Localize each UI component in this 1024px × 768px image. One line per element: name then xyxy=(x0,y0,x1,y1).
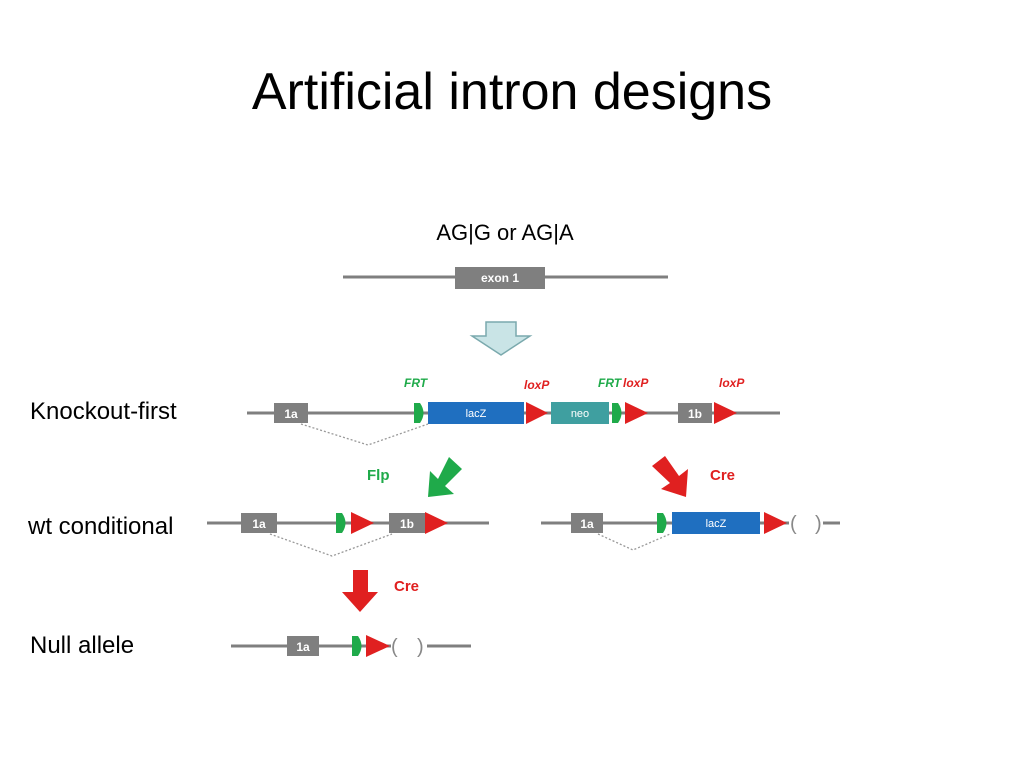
exon-1b-box xyxy=(678,403,712,423)
neo-box xyxy=(551,402,609,424)
cre-arrow-icon xyxy=(652,456,688,497)
splice-site-label: AG|G or AG|A xyxy=(436,220,574,245)
cre-recombination-right: Cre xyxy=(652,456,735,497)
exon-1a-label: 1a xyxy=(296,640,310,654)
row-label-knockout-first: Knockout-first xyxy=(30,398,177,425)
cre-deleted-allele: 1a lacZ ( ) xyxy=(541,512,840,551)
cre-recombination-down: Cre xyxy=(342,570,419,612)
frt-site-icon xyxy=(657,513,667,533)
loxp-site-icon xyxy=(366,635,390,657)
slide-title: Artificial intron designs xyxy=(251,63,773,121)
exon-1-box xyxy=(455,267,545,289)
flp-recombination: Flp xyxy=(367,457,462,497)
conversion-arrow-icon xyxy=(469,321,533,356)
exon-1b-label: 1b xyxy=(688,407,702,421)
cre-arrow-icon xyxy=(342,570,378,612)
deletion-gap xyxy=(391,635,427,657)
frt-site-icon xyxy=(336,513,346,533)
loxp-site-icon xyxy=(425,512,448,534)
loxp-site-icon xyxy=(625,402,648,424)
exon-1a-label: 1a xyxy=(284,407,298,421)
cre-label: Cre xyxy=(394,578,419,595)
neo-label: neo xyxy=(571,408,589,420)
exon-1a-label: 1a xyxy=(580,517,594,531)
exon-1a-box xyxy=(571,513,603,533)
loxp-site-icon xyxy=(714,402,737,424)
exon-1a-box xyxy=(241,513,277,533)
flp-arrow-icon xyxy=(428,457,462,497)
row-label-wt-conditional: wt conditional xyxy=(28,513,174,540)
wt-conditional-allele: 1a 1b xyxy=(207,512,489,557)
loxp-site-icon xyxy=(764,512,787,534)
loxp-site-icon xyxy=(351,512,374,534)
frt-label: FRT xyxy=(404,376,429,390)
exon-1b-box xyxy=(389,513,425,533)
bracket-open-icon: ( xyxy=(391,636,398,658)
frt-label: FRT xyxy=(598,376,623,390)
lacz-box xyxy=(672,512,760,534)
bracket-open-icon: ( xyxy=(790,513,797,535)
lacz-label: lacZ xyxy=(466,408,487,420)
exon-1-label: exon 1 xyxy=(481,271,519,285)
bracket-close-icon: ) xyxy=(815,513,822,535)
bracket-close-icon: ) xyxy=(417,636,424,658)
exon-1a-box xyxy=(287,636,319,656)
cre-label: Cre xyxy=(710,467,735,484)
knockout-first-allele: 1a FRT lacZ loxP neo FRT loxP 1b loxP xyxy=(247,376,780,446)
exon-1a-box xyxy=(274,403,308,423)
frt-site-icon xyxy=(612,403,622,423)
exon-1a-label: 1a xyxy=(252,517,266,531)
lacz-box xyxy=(428,402,524,424)
splice-path xyxy=(300,423,429,446)
wildtype-allele: exon 1 xyxy=(343,267,668,289)
null-allele: 1a ( ) xyxy=(231,635,471,658)
splice-path xyxy=(597,533,671,551)
lacz-label: lacZ xyxy=(706,518,727,530)
exon-1b-label: 1b xyxy=(400,517,414,531)
flp-label: Flp xyxy=(367,467,390,484)
loxp-label: loxP xyxy=(623,376,649,390)
splice-path xyxy=(269,533,393,557)
frt-site-icon xyxy=(352,636,362,656)
loxp-label: loxP xyxy=(524,378,550,392)
frt-site-icon xyxy=(414,403,424,423)
loxp-site-icon xyxy=(526,402,548,424)
row-label-null-allele: Null allele xyxy=(30,632,135,659)
deletion-gap xyxy=(789,512,823,534)
loxp-label: loxP xyxy=(719,376,745,390)
